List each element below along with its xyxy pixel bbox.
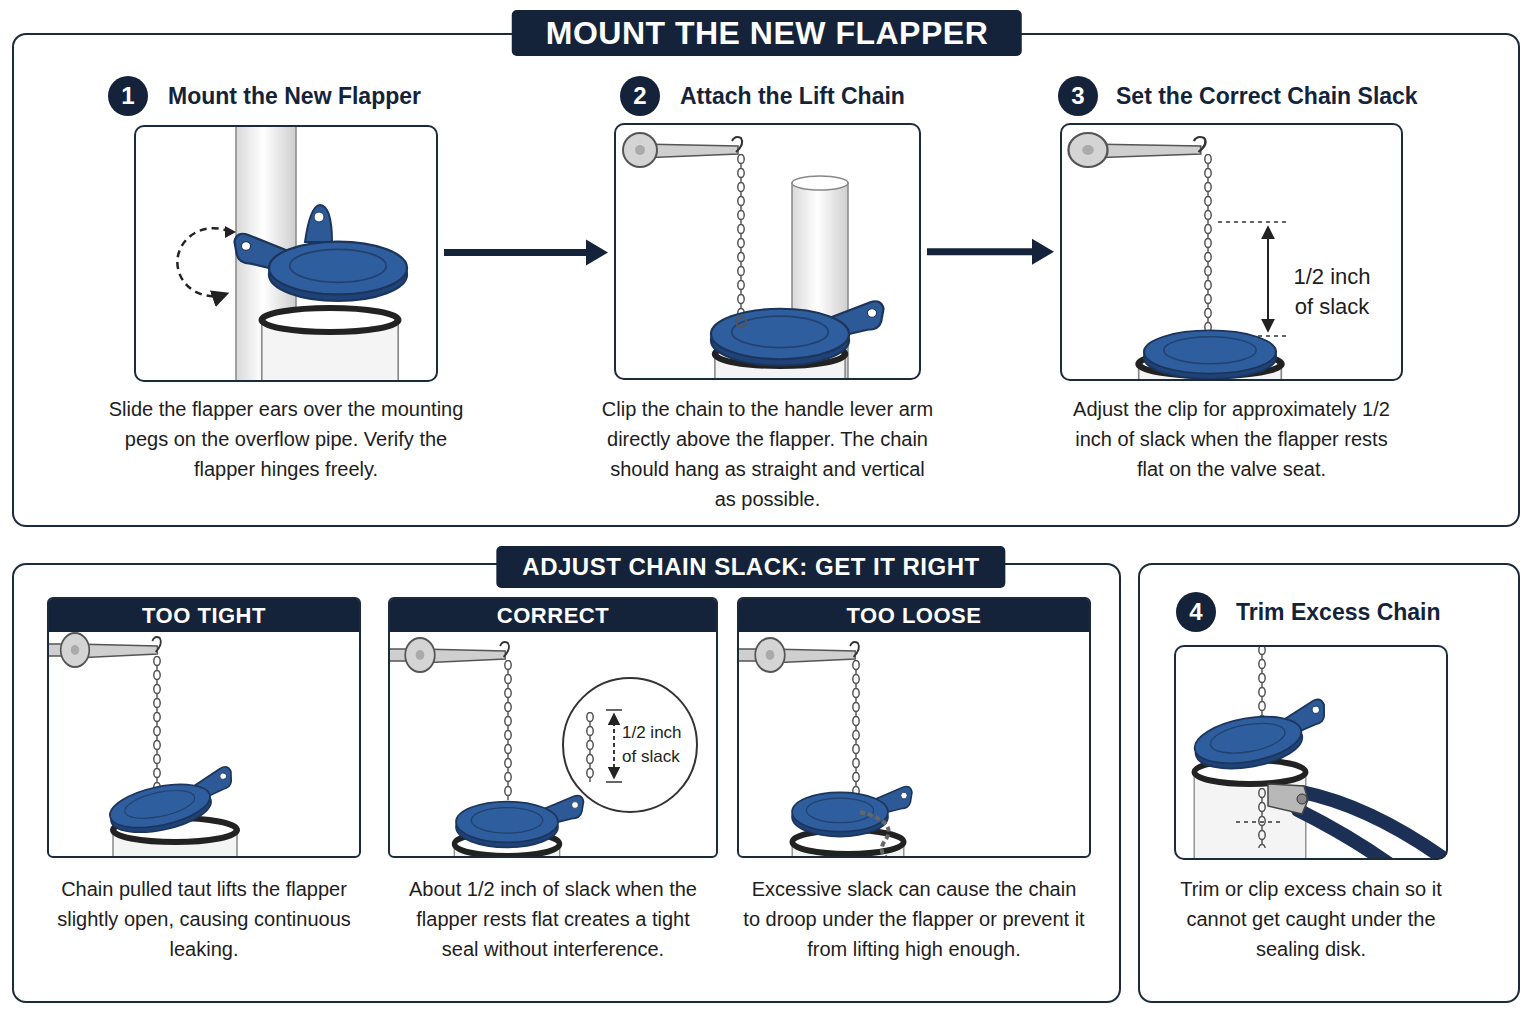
correct-art: [389, 638, 622, 857]
example-box: TOO LOOSEExcessive slack can cause the c…: [737, 597, 1091, 858]
drawing-part: [456, 796, 584, 848]
drawing-part: [735, 154, 747, 322]
dimension-label: 1/2 inch of slack: [1284, 262, 1380, 322]
drawing-part: [711, 301, 884, 365]
step3-art: [1068, 133, 1290, 380]
step-heading: Mount the New Flapper: [168, 82, 421, 110]
example-box: TOO TIGHTChain pulled taut lifts the fla…: [47, 597, 361, 858]
step-caption: Slide the flapper ears over the mounting…: [96, 394, 476, 484]
drawing-part: [927, 248, 1036, 255]
step1-art: [177, 126, 407, 381]
drawing-part: [1202, 154, 1214, 334]
section-title: MOUNT THE NEW FLAPPER: [512, 10, 1022, 56]
drawing-part: [850, 660, 862, 800]
step-box: Mount the New FlapperSlide the flapper e…: [134, 125, 438, 382]
drawing-part: [444, 249, 590, 256]
drawing-part: [755, 638, 859, 672]
drawing-part: [151, 656, 163, 796]
drawing-part: [735, 154, 747, 322]
drawing-part: [1256, 646, 1268, 725]
step-caption: Adjust the clip for approximately 1/2 in…: [1062, 394, 1402, 484]
step-box: Attach the Lift ChainClip the chain to t…: [614, 123, 921, 380]
drawing-part: [1298, 810, 1392, 859]
step-number: 4: [1176, 592, 1216, 632]
step-caption: Trim or clip excess chain so it cannot g…: [1166, 874, 1456, 964]
drawing-part: [860, 812, 896, 857]
step-heading: Trim Excess Chain: [1236, 598, 1441, 626]
drawing-part: [584, 712, 596, 782]
too-tight-art: [48, 633, 240, 857]
too-loose-art: [738, 638, 912, 857]
drawing-part: [105, 766, 240, 840]
detail-callout: 1/2 inch of slack: [562, 677, 698, 813]
step-heading: Attach the Lift Chain: [680, 82, 905, 110]
drawing-part: [1268, 784, 1308, 814]
drawing-part: [623, 133, 742, 167]
step-box: Trim or clip excess chain so it cannot g…: [1174, 645, 1448, 860]
example-caption: About 1/2 inch of slack when the flapper…: [398, 874, 708, 964]
drawing-part: [151, 656, 163, 796]
drawing-part: [1032, 239, 1054, 265]
drawing-part: [584, 712, 596, 782]
drawing-part: [1236, 821, 1284, 823]
drawing-part: [405, 638, 509, 672]
section-panel: Trim Excess Chain 4Trim or clip excess ch…: [1138, 563, 1520, 1003]
drawing-part: [606, 709, 622, 711]
drawing-part: [1256, 646, 1268, 725]
trim-art: [1190, 646, 1446, 859]
step-box: Set the Correct Chain SlackAdjust the cl…: [1060, 123, 1403, 381]
drawing-part: [235, 234, 408, 301]
section-title: ADJUST CHAIN SLACK: GET IT RIGHT: [496, 546, 1005, 588]
drawing-part: [736, 317, 746, 327]
section-panel: ADJUST CHAIN SLACK: GET IT RIGHTTOO TIGH…: [12, 563, 1121, 1003]
example-header: TOO TIGHT: [49, 599, 359, 632]
flow-arrow: [444, 240, 608, 266]
step2-art: [623, 133, 884, 379]
drawing-part: [502, 660, 514, 800]
example-caption: Chain pulled taut lifts the flapper slig…: [39, 874, 369, 964]
drawing-part: [262, 308, 398, 381]
drawing-part: [792, 176, 848, 190]
drawing-part: [792, 786, 912, 836]
callout-number: 2: [620, 76, 660, 116]
drawing-part: [1267, 228, 1269, 330]
drawing-part: [613, 715, 615, 777]
drawing-part: [1144, 330, 1276, 379]
drawing-part: [305, 205, 332, 242]
example-header: CORRECT: [390, 599, 716, 632]
drawing-part: [586, 240, 608, 266]
drawing-part: [502, 660, 514, 800]
step-heading: Set the Correct Chain Slack: [1116, 82, 1418, 110]
callout-number: 4: [1176, 592, 1216, 632]
drawing-part: [850, 660, 862, 800]
drawing-part: [1256, 788, 1268, 848]
detail-text: 1/2 inch of slack: [622, 721, 692, 769]
example-header: TOO LOOSE: [739, 599, 1089, 632]
drawing-part: [1256, 788, 1268, 848]
flow-arrow: [927, 239, 1054, 265]
drawing-part: [314, 212, 324, 222]
example-box: CORRECTAbout 1/2 inch of slack when the …: [388, 597, 718, 858]
drawing-part: [1297, 794, 1307, 804]
step-caption: Clip the chain to the handle lever arm d…: [598, 394, 938, 514]
callout-number: 1: [108, 76, 148, 116]
drawing-part: [1068, 133, 1205, 167]
drawing-part: [606, 781, 622, 783]
drawing-part: [1202, 154, 1214, 334]
drawing-part: [1190, 698, 1333, 776]
drawing-part: [61, 633, 161, 667]
drawing-part: [225, 226, 236, 238]
step-number: 1: [108, 76, 148, 116]
example-caption: Excessive slack can cause the chain to d…: [742, 874, 1087, 964]
step-number: 2: [620, 76, 660, 116]
drawing-part: [1218, 221, 1290, 223]
drawing-part: [177, 228, 230, 296]
callout-number: 3: [1058, 76, 1098, 116]
step-number: 3: [1058, 76, 1098, 116]
